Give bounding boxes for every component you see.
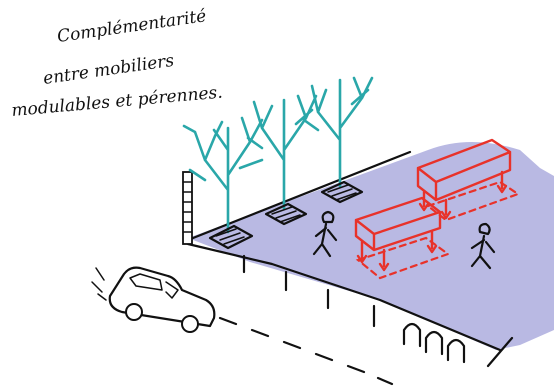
caption-line-3: modulables et pérennes. [11,83,224,121]
bike-rack-icon [426,332,442,354]
bike-rack-icon [448,340,464,362]
lamp-post-icon [183,172,192,244]
bare-tree-icon [304,78,372,186]
caption-line-2: entre mobiliers [42,51,176,89]
caption-line-1: Complémentarité [56,6,208,47]
caption: Complémentarité entre mobiliers modulabl… [11,6,224,121]
car-icon [92,268,214,332]
car-wheel [126,304,142,320]
bike-rack-icon [404,324,420,346]
bare-tree-icon [248,96,316,208]
road-marking [220,318,392,384]
car-wheel [182,316,198,332]
